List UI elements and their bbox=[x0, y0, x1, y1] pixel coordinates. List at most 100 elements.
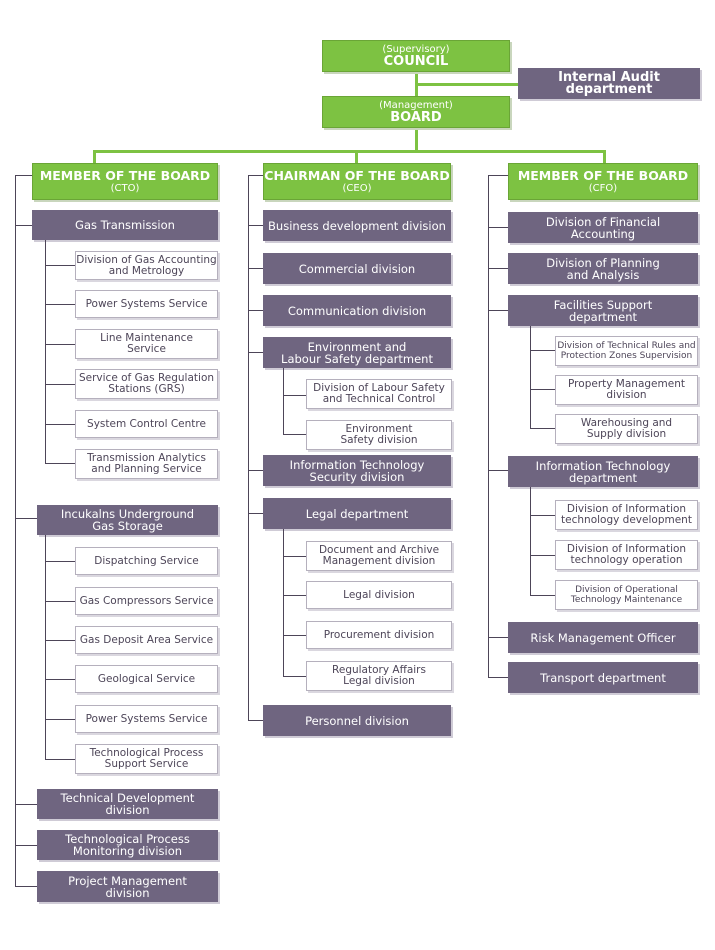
box-text: Project Management bbox=[68, 873, 187, 888]
board-title: BOARD bbox=[390, 109, 442, 125]
box-text: department bbox=[568, 470, 638, 485]
box-text: and Analysis bbox=[566, 267, 640, 282]
board-connector bbox=[415, 128, 418, 150]
box-text: Power Systems Service bbox=[85, 712, 208, 725]
box-text: Division of Technical Rules and bbox=[557, 341, 696, 351]
box-text: Division of Labour Safety bbox=[313, 382, 445, 394]
box-text: division bbox=[105, 885, 150, 900]
box-text: Service of Gas Regulation bbox=[78, 372, 215, 384]
communication-box: Communication division bbox=[263, 295, 451, 326]
box-text: MEMBER OF THE BOARD bbox=[517, 168, 689, 183]
box-text: and Planning Service bbox=[91, 463, 202, 475]
box-text: Stations (GRS) bbox=[108, 383, 185, 395]
box-text: Warehousing and bbox=[580, 417, 673, 429]
box-text: Commercial division bbox=[298, 261, 416, 276]
council-sub: (Supervisory) bbox=[382, 43, 450, 55]
legal-division-box: Legal division bbox=[306, 581, 452, 609]
commercial-box: Commercial division bbox=[263, 253, 451, 284]
dispatching-box: Dispatching Service bbox=[75, 547, 218, 575]
council-board-connector bbox=[415, 72, 418, 96]
audit-connector bbox=[418, 83, 518, 86]
box-text: Procurement division bbox=[323, 628, 435, 641]
ceo-drop bbox=[355, 150, 358, 163]
box-text: Power Systems Service bbox=[85, 297, 208, 310]
box-text: Division of Gas Accounting bbox=[76, 253, 217, 266]
box-text: CHAIRMAN OF THE BOARD bbox=[264, 168, 450, 183]
box-text: Environment and bbox=[307, 339, 407, 354]
box-text: division bbox=[606, 389, 647, 401]
box-text: Environment bbox=[345, 423, 413, 435]
box-text: Support Service bbox=[104, 758, 189, 770]
board-sub: (Management) bbox=[379, 99, 453, 111]
geological-box: Geological Service bbox=[75, 665, 218, 693]
box-text: Division of Information bbox=[566, 543, 687, 555]
box-text: Supply division bbox=[586, 428, 667, 440]
board-box: (Management) BOARD bbox=[322, 96, 510, 128]
box-text: and Technical Control bbox=[322, 393, 436, 405]
box-text: Protection Zones Supervision bbox=[560, 351, 693, 361]
box-text: Transmission Analytics bbox=[87, 452, 206, 464]
gas-transmission-box: Gas Transmission bbox=[32, 210, 218, 240]
box-text: Technological Process bbox=[65, 832, 190, 846]
top-bus-line bbox=[93, 150, 605, 153]
box-text: Service bbox=[127, 343, 166, 355]
box-text: (CFO) bbox=[588, 183, 618, 194]
internal-audit-box: Internal Audit department bbox=[518, 68, 700, 99]
cto-trunk bbox=[15, 175, 16, 887]
cfo-trunk bbox=[488, 175, 489, 678]
box-text: Internal Audit bbox=[558, 69, 660, 85]
box-text: System Control Centre bbox=[87, 417, 206, 430]
cto-drop bbox=[93, 150, 96, 163]
box-text: department bbox=[565, 81, 653, 97]
box-text: Labour Safety department bbox=[281, 351, 433, 366]
box-text: Transport department bbox=[540, 670, 666, 685]
box-text: Gas Storage bbox=[92, 519, 163, 533]
legal-department-box: Legal department bbox=[263, 498, 451, 529]
box-text: Division of Operational bbox=[575, 585, 678, 595]
procurement-box: Procurement division bbox=[306, 621, 452, 649]
personnel-box: Personnel division bbox=[263, 705, 451, 736]
box-text: Gas Transmission bbox=[75, 218, 175, 232]
box-text: Regulatory Affairs bbox=[332, 664, 426, 676]
transport-box: Transport department bbox=[508, 662, 698, 693]
storage-power-systems-box: Power Systems Service bbox=[75, 705, 218, 733]
power-systems-service-box: Power Systems Service bbox=[75, 290, 218, 318]
box-text: Management division bbox=[322, 555, 436, 567]
box-text: Technology Maintenance bbox=[570, 595, 683, 605]
box-text: Technological Process bbox=[89, 747, 204, 759]
box-text: Legal division bbox=[343, 588, 415, 601]
cto-head: MEMBER OF THE BOARD (CTO) bbox=[32, 163, 218, 200]
box-text: Safety division bbox=[340, 434, 418, 446]
box-text: Technical Development bbox=[60, 791, 195, 805]
box-text: Facilities Support bbox=[553, 297, 653, 312]
council-box: (Supervisory) COUNCIL bbox=[322, 40, 510, 72]
box-text: Monitoring division bbox=[72, 844, 183, 858]
ceo-trunk bbox=[248, 175, 249, 721]
box-text: Business development division bbox=[268, 218, 446, 233]
box-text: Information Technology bbox=[289, 457, 425, 472]
box-text: Dispatching Service bbox=[94, 554, 199, 567]
gas-deposit-box: Gas Deposit Area Service bbox=[75, 626, 218, 654]
box-text: Risk Management Officer bbox=[530, 630, 676, 645]
box-text: Information Technology bbox=[535, 458, 671, 473]
ceo-head: CHAIRMAN OF THE BOARD (CEO) bbox=[263, 163, 451, 200]
box-text: MEMBER OF THE BOARD bbox=[39, 168, 211, 183]
